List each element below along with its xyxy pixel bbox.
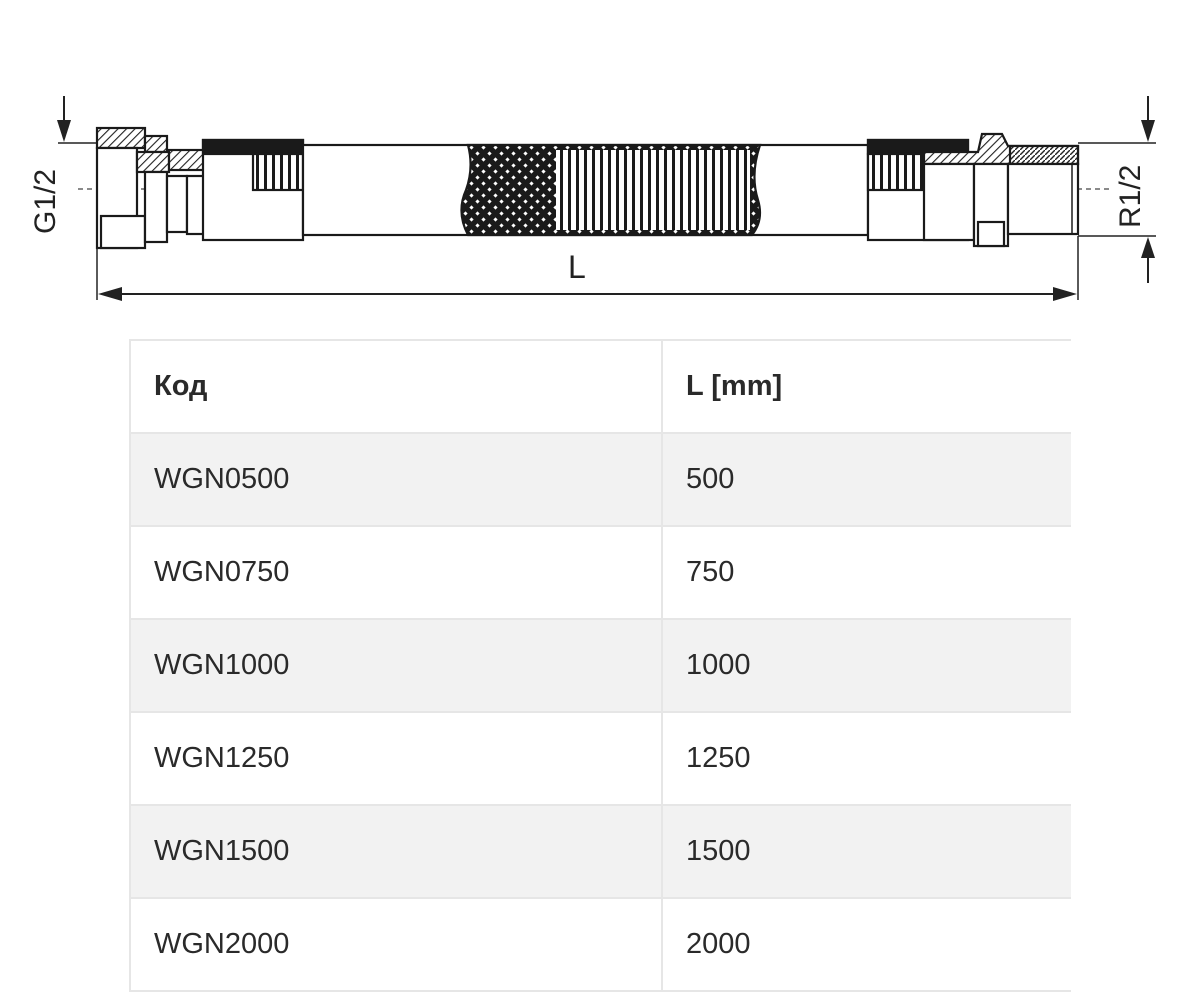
table-row: WGN0750 750 [129,525,1071,619]
left-nut-fitting [95,126,255,250]
right-dimension [1078,96,1156,283]
table-row: WGN0500 500 [129,432,1071,526]
cell-code: WGN1000 [129,618,662,712]
cell-length: 1500 [661,804,1071,898]
hose-body [301,143,870,237]
header-code: Код [129,339,662,433]
l-dimension-label: L [568,249,586,285]
cell-code: WGN1500 [129,804,662,898]
g-dimension-label: G1/2 [29,169,62,234]
cell-length: 500 [661,432,1071,526]
left-dimension [57,96,97,144]
cell-length: 750 [661,525,1071,619]
cell-code: WGN1250 [129,711,662,805]
cell-code: WGN0500 [129,432,662,526]
table-row: WGN2000 2000 [129,897,1071,992]
cell-length: 1250 [661,711,1071,805]
table-header-row: Код L [mm] [129,339,1071,433]
cell-code: WGN2000 [129,897,662,992]
cell-code: WGN0750 [129,525,662,619]
product-spec-table: Код L [mm] WGN0500 500 WGN0750 750 WGN10… [129,339,1071,992]
hose-technical-drawing: G1/2 [29,96,1156,301]
table-row: WGN1000 1000 [129,618,1071,712]
table-row: WGN1250 1250 [129,711,1071,805]
cell-length: 2000 [661,897,1071,992]
r-dimension-label: R1/2 [1114,165,1147,228]
table-row: WGN1500 1500 [129,804,1071,898]
length-dimension [96,236,1079,301]
right-threaded-fitting [922,132,1080,248]
cell-length: 1000 [661,618,1071,712]
header-length: L [mm] [661,339,1071,433]
left-crimp-sleeve [201,138,305,242]
